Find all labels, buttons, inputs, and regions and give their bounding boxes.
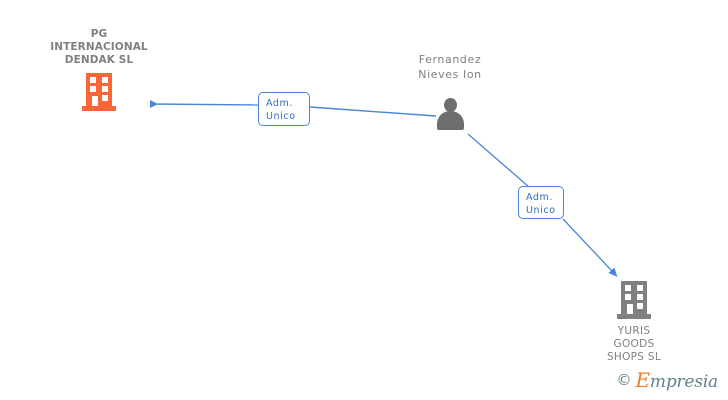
watermark-brand: Empresia [636,368,719,392]
edge-label-person-to-pg[interactable]: Adm. Unico [258,92,310,126]
building-icon [617,281,651,319]
person-icon [433,98,467,130]
node-person-fernandez-nieves-ion[interactable]: Fernandez Nieves Ion [385,52,515,130]
watermark-brand-initial: E [635,368,651,392]
node-company-yuris-goods-shops[interactable]: YURIS GOODS SHOPS SL [574,281,694,364]
node-label-pg-internacional: PG INTERNACIONAL DENDAK SL [50,28,148,66]
building-icon [82,73,116,111]
node-label-yuris-goods-shops: YURIS GOODS SHOPS SL [606,325,662,363]
watermark-brand-rest: mpresia [649,372,718,392]
edge-label-person-to-yuris[interactable]: Adm. Unico [518,186,564,219]
watermark-empresia: © Empresia [617,368,719,392]
copyright-icon: © [616,371,632,389]
node-company-pg-internacional[interactable]: PG INTERNACIONAL DENDAK SL [19,28,179,111]
node-label-fernandez-nieves-ion: Fernandez Nieves Ion [418,53,482,81]
